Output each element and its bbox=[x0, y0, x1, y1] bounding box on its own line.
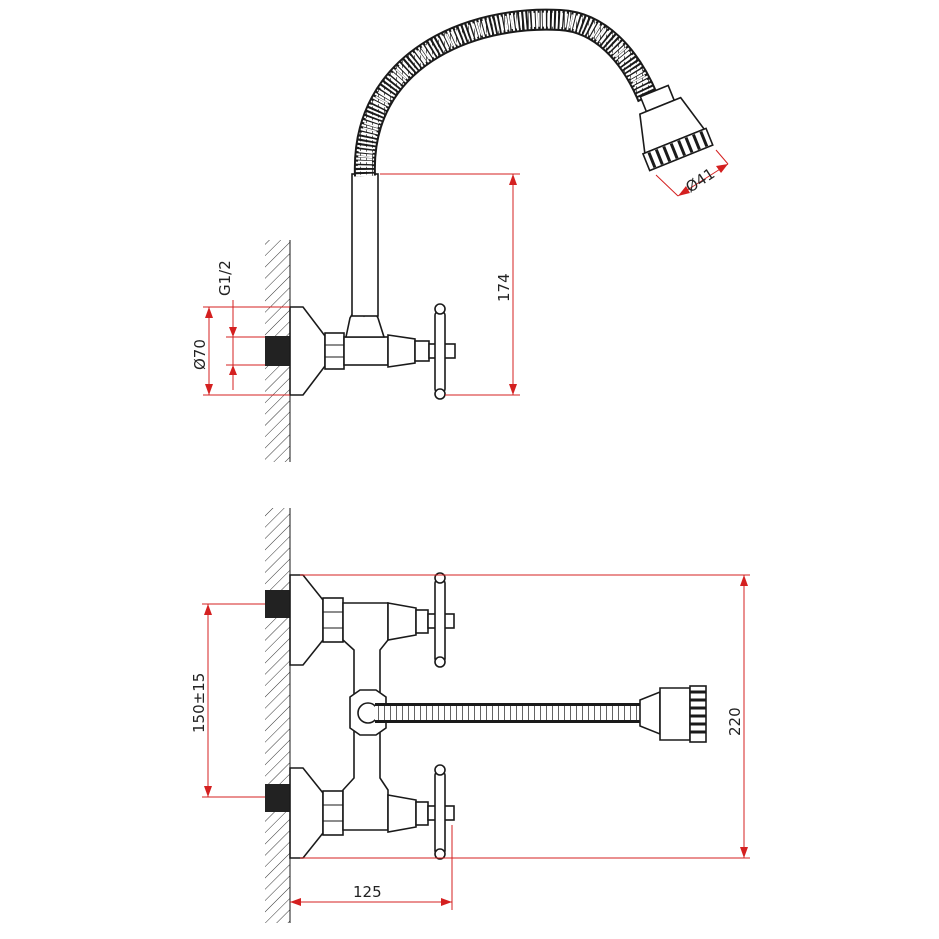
dim-center-distance-label: 150±15 bbox=[190, 673, 208, 733]
front-cross-handle-bottom bbox=[427, 764, 455, 860]
dim-overall-height-label: 220 bbox=[726, 707, 744, 736]
side-flange bbox=[289, 306, 326, 396]
side-spout-riser bbox=[351, 173, 379, 317]
dim-flange-diameter: Ø70 bbox=[191, 306, 290, 396]
front-cross-handle-top bbox=[427, 572, 455, 668]
side-valve-body bbox=[343, 336, 389, 366]
front-wall-inlet-top bbox=[265, 590, 290, 618]
dim-thread: G1/2 bbox=[216, 260, 265, 390]
side-cross-handle bbox=[428, 303, 456, 400]
dim-center-distance: 150±15 bbox=[190, 603, 265, 798]
front-bonnet-top bbox=[387, 602, 417, 641]
front-flange-bottom bbox=[289, 767, 324, 859]
side-bonnet bbox=[387, 334, 416, 368]
dim-projection: 125 bbox=[290, 825, 453, 910]
front-aerator-head bbox=[639, 685, 707, 743]
dim-overall-height: 220 bbox=[300, 574, 750, 859]
side-wall bbox=[265, 240, 291, 462]
dim-projection-label: 125 bbox=[353, 883, 382, 901]
dim-thread-label: G1/2 bbox=[216, 260, 234, 296]
front-bonnet-bottom bbox=[387, 794, 417, 833]
front-hex-nut-bottom bbox=[322, 790, 344, 836]
front-wall-inlet-bottom bbox=[265, 784, 290, 812]
front-wall bbox=[265, 508, 291, 923]
front-view: 150±15 220 125 bbox=[190, 508, 750, 923]
dim-spout-height: 174 bbox=[380, 173, 520, 396]
side-wall-inlet bbox=[265, 336, 290, 366]
side-view: G1/2 Ø70 174 Ø41 bbox=[191, 8, 729, 462]
dim-flange-diameter-label: Ø70 bbox=[191, 339, 209, 370]
side-aerator-head bbox=[638, 84, 714, 172]
side-hex-nut bbox=[324, 332, 345, 370]
dim-spout-height-label: 174 bbox=[495, 273, 513, 302]
front-hex-nut-top bbox=[322, 597, 344, 643]
front-flange-top bbox=[289, 574, 324, 666]
